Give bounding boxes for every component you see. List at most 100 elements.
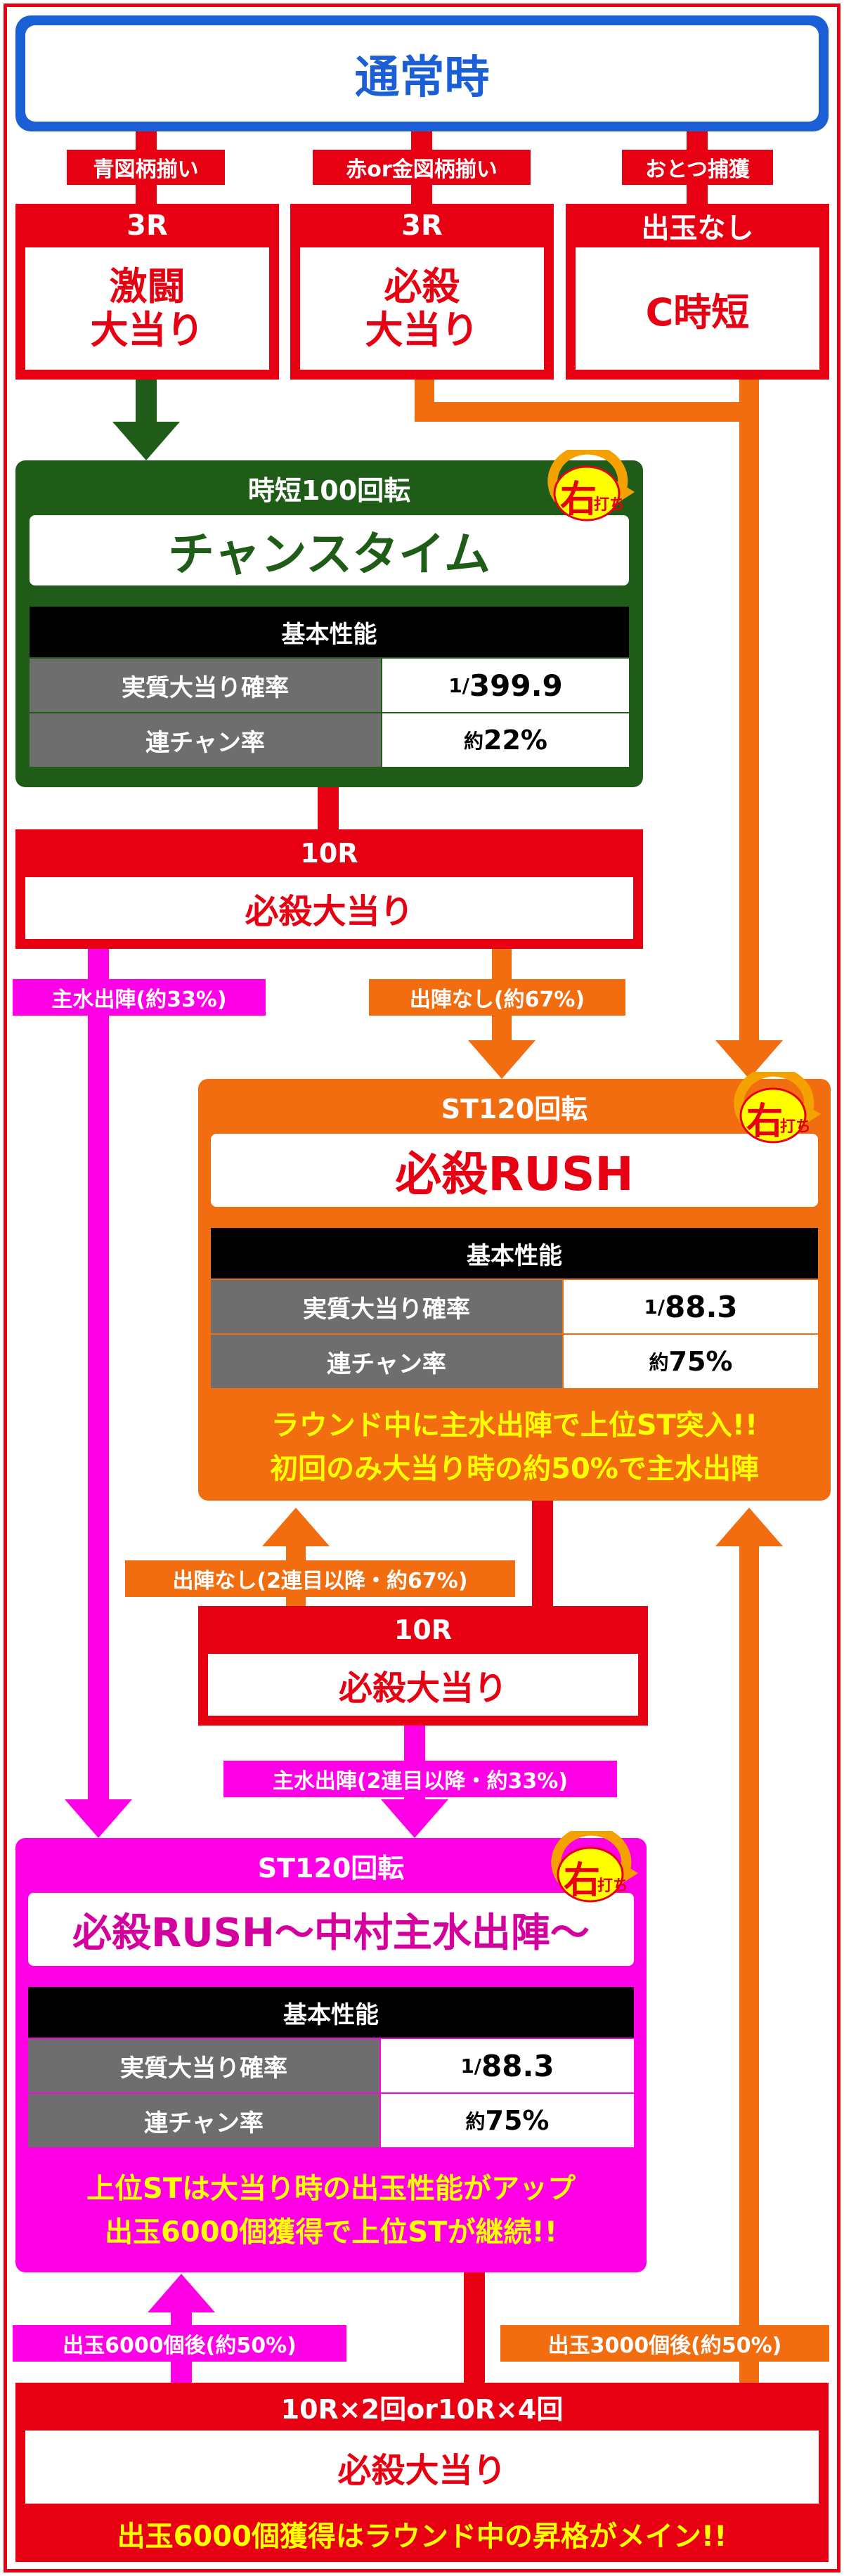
box-hissatsu: 3R 必殺 大当り	[290, 204, 554, 380]
rush-row1-value: 88.3	[665, 1289, 738, 1324]
box-hissatsu-header: 3R	[401, 209, 443, 242]
rush2-row1-value-cell: 1/ 88.3	[381, 2039, 634, 2092]
rush-header: ST120回転	[441, 1093, 588, 1125]
chance-row1-pre: 1/	[448, 673, 469, 697]
chance-row2-value-cell: 約 22%	[382, 713, 629, 767]
rush2-row1-pre: 1/	[460, 2054, 482, 2078]
chance-time-title: チャンスタイム	[168, 527, 491, 581]
rush2-title-box: 必殺RUSH〜中村主水出陣〜	[28, 1893, 634, 1966]
hit1-header: 10R	[300, 838, 358, 869]
chance-row1-value: 399.9	[469, 668, 563, 703]
hit2-box: 10R 必殺大当り	[198, 1606, 648, 1726]
hit2-title: 必殺大当り	[338, 1669, 507, 1708]
rush-row2-label: 連チャン率	[211, 1335, 562, 1388]
rush2-row2-label: 連チャン率	[28, 2094, 379, 2147]
branch-label-otoitsu: おとつ捕獲	[622, 150, 773, 185]
migi-uchi-badge-1: 右 打ち	[545, 444, 636, 527]
label-nashi67-2: 出陣なし(2連目以降・約67%)	[125, 1560, 515, 1597]
green-arrow-head	[112, 422, 180, 460]
red-line-rush2-to-hit3	[464, 2270, 485, 2386]
chance-time-title-box: チャンスタイム	[30, 515, 629, 585]
migi-uchi-small-2: 打ち	[780, 1118, 812, 1136]
rush-row1-label: 実質大当り確率	[211, 1280, 562, 1333]
hit3-inner: 必殺大当り	[25, 2431, 819, 2504]
hit3-header: 10R×2回or10R×4回	[280, 2393, 564, 2425]
orange-arrow-head-rush-right	[715, 1040, 783, 1079]
rush-note1: ラウンド中に主水出陣で上位ST突入!!	[271, 1409, 758, 1442]
rush-note2: 初回のみ大当り時の約50%で主水出陣	[270, 1453, 759, 1485]
rush-row1-pre: 1/	[644, 1295, 666, 1319]
label-shusui33-2: 主水出陣(2連目以降・約33%)	[223, 1761, 617, 1797]
rush-box: ST120回転 必殺RUSH 基本性能 実質大当り確率 1/ 88.3 連チャン…	[198, 1079, 831, 1501]
hit2-header: 10R	[394, 1614, 453, 1645]
rush2-row1-value: 88.3	[481, 2048, 554, 2083]
box-c-jitan: 出玉なし C時短	[566, 204, 829, 380]
chance-row2-value: 22%	[483, 725, 547, 756]
box-gekitou-line2: 大当り	[90, 308, 204, 352]
migi-uchi-badge-2: 右 打ち	[731, 1066, 822, 1149]
hit1-box: 10R 必殺大当り	[15, 829, 643, 949]
rush2-row2-value: 75%	[485, 2105, 550, 2136]
magenta-line-shusui	[88, 945, 109, 1803]
rush2-row2-value-cell: 約 75%	[381, 2094, 634, 2147]
chance-row2-pre: 約	[464, 730, 484, 753]
hit1-inner: 必殺大当り	[25, 877, 633, 939]
label-out6000: 出玉6000個後(約50%)	[13, 2325, 346, 2362]
hit3-title: 必殺大当り	[337, 2451, 507, 2490]
branch-label-redgold: 赤or金図柄揃い	[313, 150, 531, 185]
normal-state-title: 通常時	[354, 51, 490, 104]
red-line-rush-to-hit2	[532, 1497, 553, 1606]
migi-uchi-big-2: 右	[746, 1101, 784, 1143]
rush2-note1: 上位STは大当り時の出玉性能がアップ	[86, 2173, 576, 2205]
migi-uchi-big-1: 右	[560, 479, 597, 521]
rush2-row1-label: 実質大当り確率	[28, 2039, 379, 2092]
chance-time-header: 時短100回転	[247, 474, 411, 506]
orange-line-3000	[739, 1539, 759, 2383]
rush2-row2-pre: 約	[465, 2110, 486, 2133]
rush2-header: ST120回転	[257, 1852, 405, 1884]
rush-title-box: 必殺RUSH	[211, 1134, 818, 1207]
rush-row2-pre: 約	[649, 1351, 669, 1374]
box-gekitou: 3R 激闘 大当り	[15, 204, 279, 380]
rush2-table-title: 基本性能	[28, 1987, 634, 2038]
migi-uchi-arrow-icon	[547, 444, 635, 522]
chance-table-title: 基本性能	[30, 607, 629, 657]
normal-state-inner: 通常時	[25, 25, 819, 122]
box-gekitou-header: 3R	[126, 209, 168, 242]
magenta-arrow-up-6000	[148, 2274, 215, 2312]
hit1-title: 必殺大当り	[245, 892, 414, 931]
box-c-jitan-line1: C時短	[645, 290, 750, 335]
hit3-note: 出玉6000個獲得はラウンド中の昇格がメイン!!	[117, 2520, 727, 2553]
rush2-box: ST120回転 必殺RUSH〜中村主水出陣〜 基本性能 実質大当り確率 1/ 8…	[15, 1838, 647, 2272]
chance-row2-label: 連チャン率	[30, 713, 381, 767]
magenta-arrow-head-shusui	[65, 1799, 132, 1838]
rush-row2-value: 75%	[668, 1346, 733, 1377]
box-hissatsu-line1: 必殺	[384, 264, 460, 309]
normal-state-box: 通常時	[15, 15, 829, 131]
box-gekitou-inner: 激闘 大当り	[25, 247, 269, 370]
migi-uchi-arrow-icon	[734, 1066, 821, 1144]
migi-uchi-badge-3: 右 打ち	[548, 1825, 640, 1908]
label-nashi67: 出陣なし(約67%)	[369, 979, 625, 1016]
red-line-chance-to-hit	[318, 787, 339, 829]
chance-row1-value-cell: 1/ 399.9	[382, 659, 629, 712]
migi-uchi-small-3: 打ち	[597, 1877, 629, 1895]
rush-row1-value-cell: 1/ 88.3	[564, 1280, 818, 1333]
migi-uchi-small-1: 打ち	[594, 496, 625, 514]
rush2-note2: 出玉6000個獲得で上位STが継続!!	[105, 2216, 557, 2248]
label-shusui33: 主水出陣(約33%)	[13, 979, 266, 1016]
rush-table-title: 基本性能	[211, 1228, 818, 1279]
chance-time-box: 時短100回転 チャンスタイム 基本性能 実質大当り確率 1/ 399.9 連チ…	[15, 460, 643, 787]
green-arrow-shaft	[136, 380, 157, 429]
orange-arrow-up-3000	[715, 1508, 783, 1546]
rush-row2-value-cell: 約 75%	[564, 1335, 818, 1388]
rush-title: 必殺RUSH	[395, 1147, 634, 1201]
box-hissatsu-line2: 大当り	[365, 308, 479, 352]
box-c-jitan-inner: C時短	[576, 247, 819, 370]
box-gekitou-line1: 激闘	[109, 264, 186, 309]
orange-arrow-up-nashi2	[262, 1508, 330, 1546]
migi-uchi-big-3: 右	[564, 1860, 601, 1902]
migi-uchi-arrow-icon	[551, 1825, 638, 1903]
hit2-inner: 必殺大当り	[208, 1654, 638, 1716]
orange-arrow-head-nashi	[468, 1040, 535, 1079]
